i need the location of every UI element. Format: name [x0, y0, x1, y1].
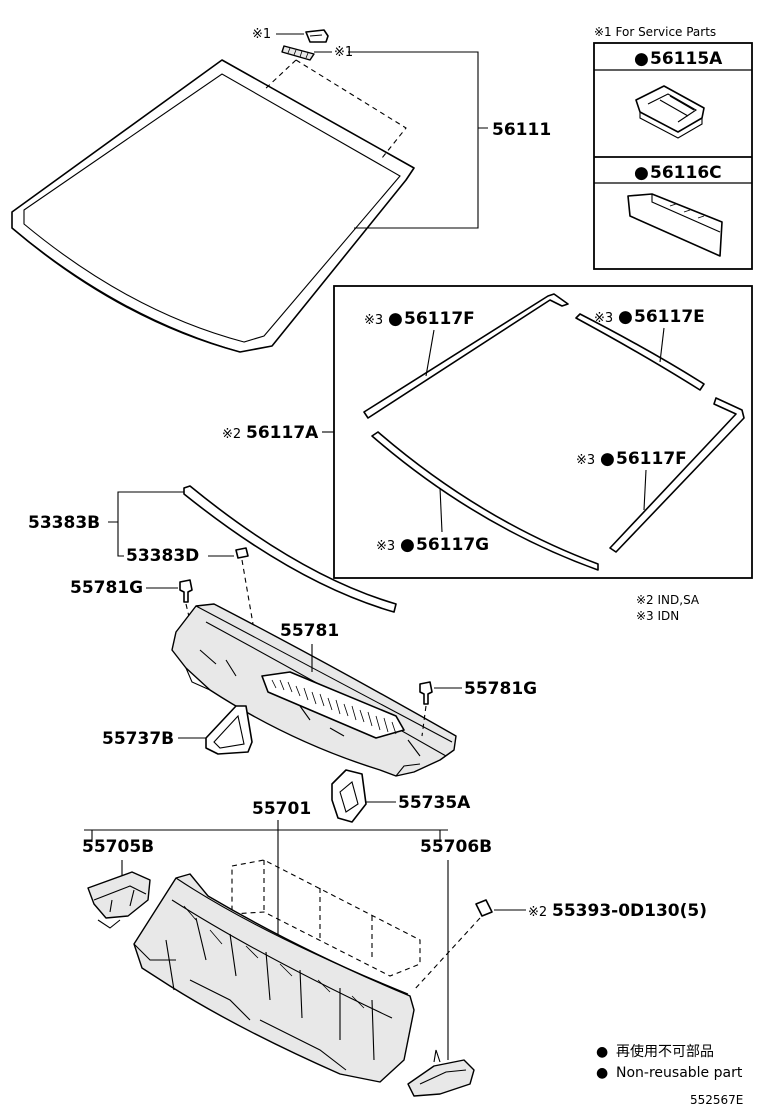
service-box-title: ※1 For Service Parts [594, 25, 716, 39]
part-label-55701[interactable]: 55701 [252, 799, 311, 819]
leader-55701 [84, 820, 448, 938]
molding-3-note: ※3 [576, 453, 595, 468]
seal-55735a-drawing [331, 769, 367, 823]
molding-assembly-number[interactable]: 56117A [246, 423, 319, 443]
part-label-55393[interactable]: 55393-0D130(5) [552, 901, 707, 921]
part-note-55393: ※2 [528, 905, 547, 920]
legend-bullet-en: ● [596, 1065, 608, 1081]
clip-55393-dash [413, 917, 481, 991]
molding-4-bullet: ● [400, 535, 415, 555]
molding-3-bullet: ● [600, 449, 615, 469]
mark-service-1: ※1 [252, 27, 271, 42]
screw-55781g-left-drawing [179, 579, 193, 603]
mirror-bracket-drawing [281, 29, 329, 61]
molding-1-bullet: ● [388, 309, 403, 329]
molding-4-number[interactable]: 56117G [416, 535, 489, 555]
molding-box: ※3 ● 56117F ※3 ● 56117E ※3 ● 56117F ※3 ●… [333, 285, 753, 579]
leader-53383b [108, 491, 184, 557]
molding-2-note: ※3 [594, 311, 613, 326]
service-part-2-number[interactable]: 56116C [650, 163, 722, 183]
part-label-53383b[interactable]: 53383B [28, 513, 100, 533]
mark-service-2: ※1 [334, 45, 353, 60]
clip-55393-drawing [475, 899, 493, 917]
bracket-55705b-drawing [87, 871, 151, 929]
molding-2-bullet: ● [618, 307, 633, 327]
clip-53383d-drawing [235, 547, 249, 559]
bracket-dashed-outline [263, 59, 407, 159]
cowl-top-panel-drawing [171, 603, 457, 777]
molding-assembly-note: ※2 [222, 427, 241, 442]
service-part-2-bullet: ● [634, 163, 649, 183]
molding-1-note: ※3 [364, 313, 383, 328]
part-label-55706b[interactable]: 55706B [420, 837, 492, 857]
service-part-1-bullet: ● [634, 49, 649, 69]
part-label-55781[interactable]: 55781 [280, 621, 339, 641]
legend-bullet-jp: ● [596, 1044, 608, 1060]
part-label-55781g-right[interactable]: 55781G [464, 679, 537, 699]
molding-3-number[interactable]: 56117F [616, 449, 687, 469]
part-label-55737b[interactable]: 55737B [102, 729, 174, 749]
part-label-55781g-left[interactable]: 55781G [70, 578, 143, 598]
diagram-code: 552567E [690, 1093, 743, 1107]
pad-56116c-drawing [627, 193, 723, 257]
leader-56111 [348, 51, 488, 229]
note-idn: ※3 IDN [636, 609, 679, 623]
part-label-53383d[interactable]: 53383D [126, 546, 199, 566]
cowl-panel-55701-drawing [133, 873, 415, 1083]
service-parts-box: ※1 For Service Parts ● 56115A ● 56116C [593, 25, 753, 270]
molding-4-note: ※3 [376, 539, 395, 554]
clip-56115a-drawing [635, 85, 705, 139]
legend-text-jp: 再使用不可部品 [616, 1043, 714, 1060]
windshield-glass-drawing [11, 59, 415, 353]
legend-text-en: Non-reusable part [616, 1065, 743, 1081]
weatherstrip-drawing [183, 485, 397, 613]
bracket-55706b-drawing [407, 1049, 475, 1097]
note-ind-sa: ※2 IND,SA [636, 593, 700, 607]
screw-55781g-right-drawing [419, 681, 433, 705]
part-label-56111[interactable]: 56111 [492, 120, 551, 140]
part-label-55705b[interactable]: 55705B [82, 837, 154, 857]
molding-2-number[interactable]: 56117E [634, 307, 705, 327]
seal-55737b-drawing [205, 705, 253, 755]
molding-1-number[interactable]: 56117F [404, 309, 475, 329]
service-part-1-number[interactable]: 56115A [650, 49, 723, 69]
part-label-55735a[interactable]: 55735A [398, 793, 471, 813]
